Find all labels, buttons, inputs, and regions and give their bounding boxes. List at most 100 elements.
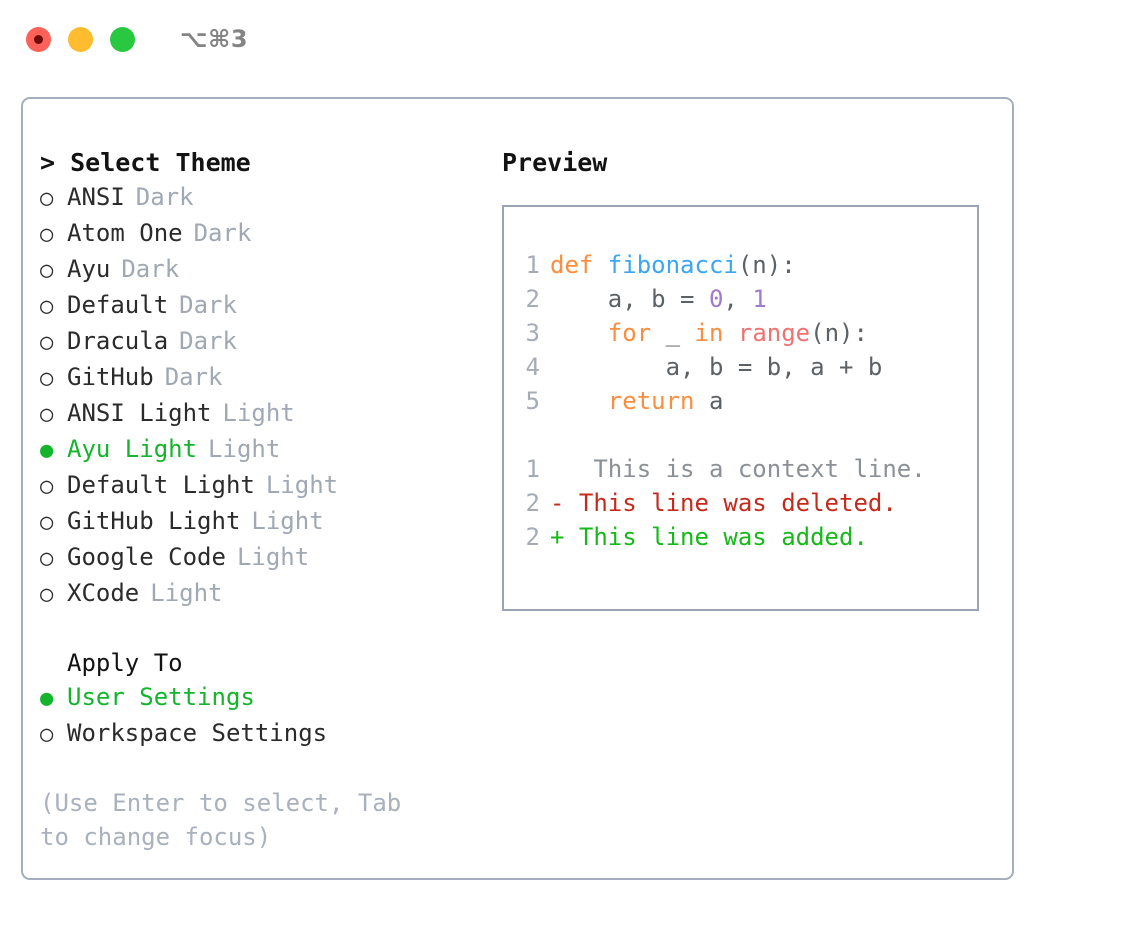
theme-option-tag: Dark <box>179 291 237 319</box>
shortcut-label: ⌥⌘3 <box>180 25 249 53</box>
theme-option-label: Default <box>67 291 169 319</box>
theme-option-tag: Dark <box>121 255 180 283</box>
radio-unselected-icon[interactable]: ○ <box>40 546 54 571</box>
code-token: (n): <box>737 251 796 279</box>
diff-sign <box>550 455 564 483</box>
code-token: def <box>550 251 608 279</box>
code-token: in <box>694 319 724 347</box>
radio-unselected-icon[interactable]: ○ <box>40 222 54 247</box>
radio-unselected-icon[interactable]: ○ <box>40 366 54 391</box>
code-line: 1 def fibonacci(n): <box>522 248 977 282</box>
theme-option-tag: Dark <box>179 327 237 355</box>
theme-option-row[interactable]: ○ Default Light Light <box>40 468 470 504</box>
radio-unselected-icon[interactable]: ○ <box>40 294 54 319</box>
diff-sample: 1 This is a context line.2- This line wa… <box>522 452 977 554</box>
theme-option-label: Dracula <box>67 327 169 355</box>
radio-selected-icon[interactable]: ● <box>40 686 54 711</box>
code-token: (n): <box>810 319 868 347</box>
line-number: 1 <box>525 455 540 483</box>
code-token: a <box>694 387 724 415</box>
radio-unselected-icon[interactable]: ○ <box>40 258 54 283</box>
theme-option-label: ANSI <box>67 183 125 211</box>
theme-option-tag: Dark <box>193 219 252 247</box>
theme-option-row[interactable]: ○ Default Dark <box>40 288 470 324</box>
radio-unselected-icon[interactable]: ○ <box>40 186 54 211</box>
theme-option-tag: Light <box>265 471 339 499</box>
theme-option-tag: Light <box>150 579 223 607</box>
diff-sign: - <box>550 489 565 517</box>
line-number: 2 <box>525 523 540 551</box>
close-dot-icon[interactable] <box>26 26 51 52</box>
diff-line: 1 This is a context line. <box>522 452 977 486</box>
maximize-dot-icon[interactable] <box>110 26 135 52</box>
code-token: a, b = <box>550 285 709 313</box>
window-controls <box>26 26 135 52</box>
theme-option-tag: Light <box>222 399 295 427</box>
code-token: 0 <box>708 285 724 313</box>
apply-to-list: ● User Settings ○ Workspace Settings <box>40 680 470 752</box>
apply-to-option-label: Workspace Settings <box>67 719 328 747</box>
radio-unselected-icon[interactable]: ○ <box>40 722 54 747</box>
theme-option-label: Ayu Light <box>67 435 198 463</box>
theme-option-row[interactable]: ○ Ayu Dark <box>40 252 470 288</box>
keyboard-hint-text: (Use Enter to select, Tab to change focu… <box>40 789 402 851</box>
code-line: 3 for _ in range(n): <box>522 316 977 350</box>
code-token: range <box>737 319 811 347</box>
code-line: 4 a, b = b, a + b <box>522 350 977 384</box>
radio-unselected-icon[interactable]: ○ <box>40 510 54 535</box>
code-token: _ <box>651 319 695 347</box>
apply-to-option-label: User Settings <box>67 683 255 711</box>
radio-unselected-icon[interactable]: ○ <box>40 330 54 355</box>
code-token: 1 <box>752 285 767 313</box>
theme-option-label: XCode <box>67 579 140 607</box>
theme-option-row[interactable]: ○ GitHub Dark <box>40 360 470 396</box>
apply-to-option-row[interactable]: ○ Workspace Settings <box>40 716 470 752</box>
radio-unselected-icon[interactable]: ○ <box>40 402 54 427</box>
line-number: 3 <box>525 319 540 347</box>
theme-option-label: GitHub <box>67 363 154 391</box>
diff-text: This line was deleted. <box>564 489 897 517</box>
code-token: for <box>607 319 652 347</box>
theme-option-label: Ayu <box>67 255 111 283</box>
radio-unselected-icon[interactable]: ○ <box>40 474 54 499</box>
recording-indicator-icon <box>34 34 43 44</box>
theme-option-row[interactable]: ○ Dracula Dark <box>40 324 470 360</box>
code-token: , <box>723 285 753 313</box>
diff-sign: + <box>550 523 565 551</box>
radio-unselected-icon[interactable]: ○ <box>40 582 54 607</box>
code-diff-spacer <box>522 418 977 452</box>
line-number: 2 <box>525 285 540 313</box>
line-number: 5 <box>525 387 540 415</box>
theme-option-tag: Dark <box>164 363 223 391</box>
theme-option-row[interactable]: ○ ANSI Light Light <box>40 396 470 432</box>
diff-line: 2- This line was deleted. <box>522 486 977 520</box>
theme-option-row[interactable]: ○ XCode Light <box>40 576 470 612</box>
code-line: 5 return a <box>522 384 977 418</box>
theme-option-label: Default Light <box>67 471 255 499</box>
line-number: 2 <box>525 489 540 517</box>
theme-option-label: ANSI Light <box>67 399 212 427</box>
line-number: 1 <box>525 251 540 279</box>
diff-text: This is a context line. <box>564 455 926 483</box>
minimize-dot-icon[interactable] <box>68 26 93 52</box>
code-token: a, b = b, a + b <box>550 353 883 381</box>
radio-selected-icon[interactable]: ● <box>40 438 54 463</box>
diff-line: 2+ This line was added. <box>522 520 977 554</box>
code-token: fibonacci <box>607 251 738 279</box>
apply-to-option-row[interactable]: ● User Settings <box>40 680 470 716</box>
code-token <box>723 319 737 347</box>
code-line: 2 a, b = 0, 1 <box>522 282 977 316</box>
theme-option-tag: Light <box>236 543 310 571</box>
select-theme-heading: > Select Theme <box>40 148 251 177</box>
